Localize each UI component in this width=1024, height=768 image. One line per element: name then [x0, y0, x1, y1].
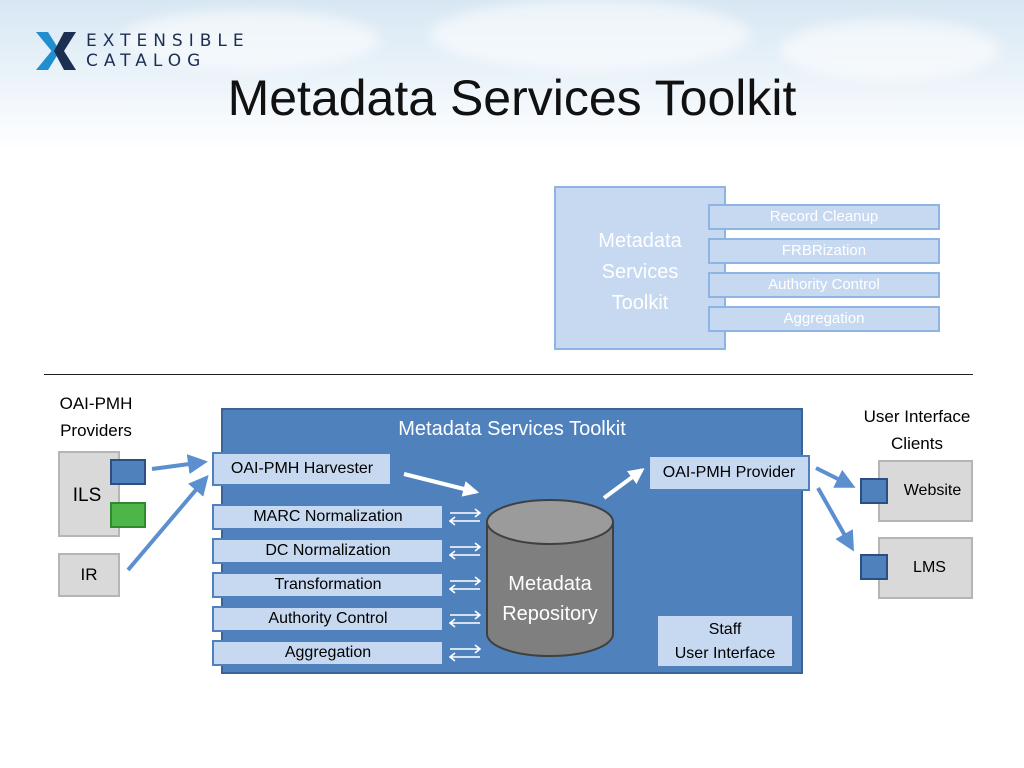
mini-toolkit-label-line1: Metadata: [598, 230, 682, 252]
service-authority-control: Authority Control: [212, 606, 444, 632]
lms-box: LMS: [878, 537, 973, 599]
provider-label: OAI-PMH Provider: [662, 464, 796, 481]
arrow-provider-to-lms: [816, 487, 854, 552]
lms-label: LMS: [913, 559, 946, 576]
arrow-provider-to-website: [815, 466, 856, 488]
background-cloud: [430, 0, 750, 70]
service-marc-normalization: MARC Normalization: [212, 504, 444, 530]
service-aggregation: Aggregation: [212, 640, 444, 666]
providers-heading: OAI-PMH Providers: [36, 390, 156, 444]
arrow-repository-to-provider: [602, 468, 645, 500]
metadata-repository-cylinder: [486, 499, 614, 657]
staff-user-interface-box: Staff User Interface: [656, 614, 794, 668]
background-cloud: [120, 10, 380, 70]
mini-toolkit-box: Metadata Services Toolkit: [554, 186, 726, 350]
clients-heading-line1: User Interface: [863, 407, 971, 426]
lms-input-port: [860, 554, 888, 580]
ils-box: ILS: [58, 451, 120, 537]
mini-toolkit-label-line2: Services: [601, 261, 679, 283]
website-box: Website: [878, 460, 973, 522]
arrow-ir-to-harvester: [126, 474, 209, 572]
clients-heading-line2: Clients: [891, 434, 943, 453]
arrow-ils-to-harvester: [151, 454, 208, 475]
ir-box: IR: [58, 553, 120, 597]
providers-heading-line1: OAI-PMH: [59, 394, 133, 413]
mini-service-authority-control: Authority Control: [708, 272, 940, 298]
repository-label-line2: Repository: [502, 603, 598, 625]
mini-service-frbrization: FRBRization: [708, 238, 940, 264]
repository-label-line1: Metadata: [508, 573, 592, 595]
ils-label: ILS: [72, 485, 102, 506]
staff-ui-label-line2: User Interface: [674, 645, 776, 662]
ir-label: IR: [80, 565, 98, 584]
service-transformation: Transformation: [212, 572, 444, 598]
logo-text-line1: EXTENSIBLE: [86, 31, 250, 51]
service-dc-normalization: DC Normalization: [212, 538, 444, 564]
harvester-label: OAI-PMH Harvester: [230, 460, 374, 477]
mini-service-aggregation: Aggregation: [708, 306, 940, 332]
website-label: Website: [903, 482, 962, 499]
toolkit-title: Metadata Services Toolkit: [398, 418, 626, 440]
oai-pmh-harvester-box: OAI-PMH Harvester: [212, 452, 392, 486]
clients-heading: User Interface Clients: [842, 403, 992, 457]
providers-heading-line2: Providers: [60, 421, 132, 440]
ils-output-port: [110, 459, 146, 485]
arrow-harvester-to-repository: [403, 472, 480, 497]
logo-text-line2: CATALOG: [86, 51, 207, 71]
background-cloud: [780, 20, 1000, 80]
staff-ui-label-line1: Staff: [708, 621, 742, 638]
website-input-port: [860, 478, 888, 504]
ils-output-port-green: [110, 502, 146, 528]
mini-toolkit-label-line3: Toolkit: [611, 292, 669, 314]
section-divider: [44, 374, 973, 375]
extensible-catalog-logo-icon: [34, 30, 78, 72]
slide-title: Metadata Services Toolkit: [227, 70, 797, 126]
mini-service-record-cleanup: Record Cleanup: [708, 204, 940, 230]
service-exchange-arrows: [448, 508, 482, 662]
oai-pmh-provider-box: OAI-PMH Provider: [648, 455, 810, 491]
